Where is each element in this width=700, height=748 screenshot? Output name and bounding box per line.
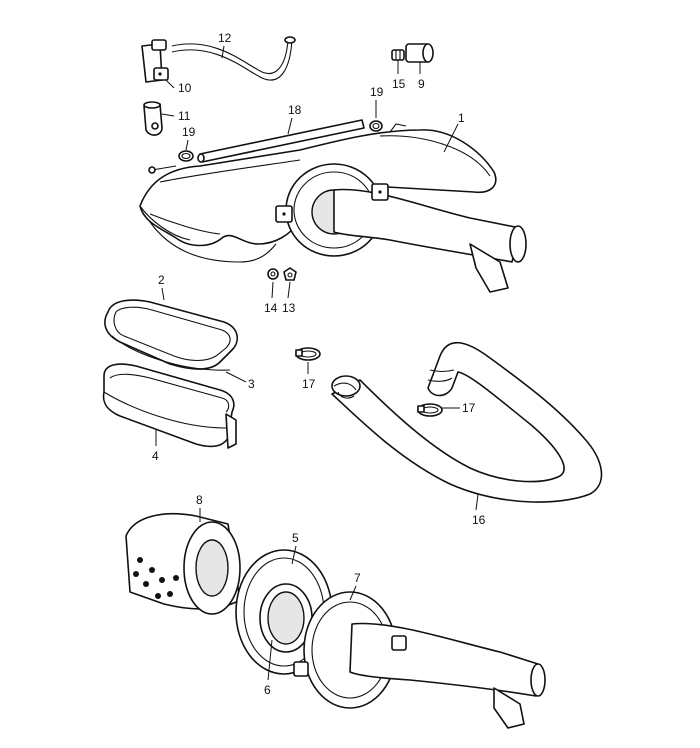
- callout-19-right: 19: [370, 85, 384, 99]
- callout-12: 12: [218, 31, 232, 45]
- callout-15: 15: [392, 77, 406, 91]
- callout-16: 16: [472, 513, 486, 527]
- callout-4: 4: [152, 449, 159, 463]
- callout-1: 1: [458, 111, 465, 125]
- part-12-breather-hose: [171, 36, 296, 81]
- part-11-elbow: [143, 101, 163, 136]
- part-2-gasket: [104, 299, 239, 370]
- callout-7: 7: [354, 571, 361, 585]
- callout-13: 13: [282, 301, 296, 315]
- callout-2: 2: [158, 273, 165, 287]
- callout-5: 5: [292, 531, 299, 545]
- callout-10: 10: [178, 81, 192, 95]
- part-8-filter-element: [125, 513, 241, 615]
- callout-6: 6: [264, 683, 271, 697]
- part-19-clamp-right: [369, 120, 383, 132]
- callout-9: 9: [418, 77, 425, 91]
- part-15-fitting: [391, 49, 405, 61]
- part-17-clamp-lower: [417, 403, 443, 417]
- part-1-air-cleaner-housing: [139, 123, 527, 293]
- part-6-ring: [259, 583, 313, 653]
- part-18-hose: [197, 119, 365, 163]
- part-16-intake-hose: [331, 341, 603, 503]
- callout-8: 8: [196, 493, 203, 507]
- part-10-connector: [141, 39, 169, 83]
- part-7-lower-housing: [293, 591, 546, 729]
- callout-18: 18: [288, 103, 302, 117]
- part-4-filter-bowl: [102, 363, 237, 449]
- part-14-washer: [267, 268, 279, 280]
- callout-14: 14: [264, 301, 278, 315]
- leader-lines: [155, 45, 479, 681]
- callout-labels: 1 2 3 4 5 6 7 8 9 10 11 12 13 14 15 16 1…: [152, 31, 486, 697]
- callout-3: 3: [248, 377, 255, 391]
- callout-17-upper: 17: [302, 377, 316, 391]
- callout-17-lower: 17: [462, 401, 476, 415]
- callout-11: 11: [178, 109, 191, 123]
- part-17-clamp-upper: [295, 347, 321, 361]
- part-19-clamp-left: [178, 150, 194, 162]
- callout-19-left: 19: [182, 125, 196, 139]
- part-13-wing-nut: [283, 267, 297, 281]
- part-3-seal-ring: [111, 335, 231, 371]
- part-9-cap: [405, 43, 434, 63]
